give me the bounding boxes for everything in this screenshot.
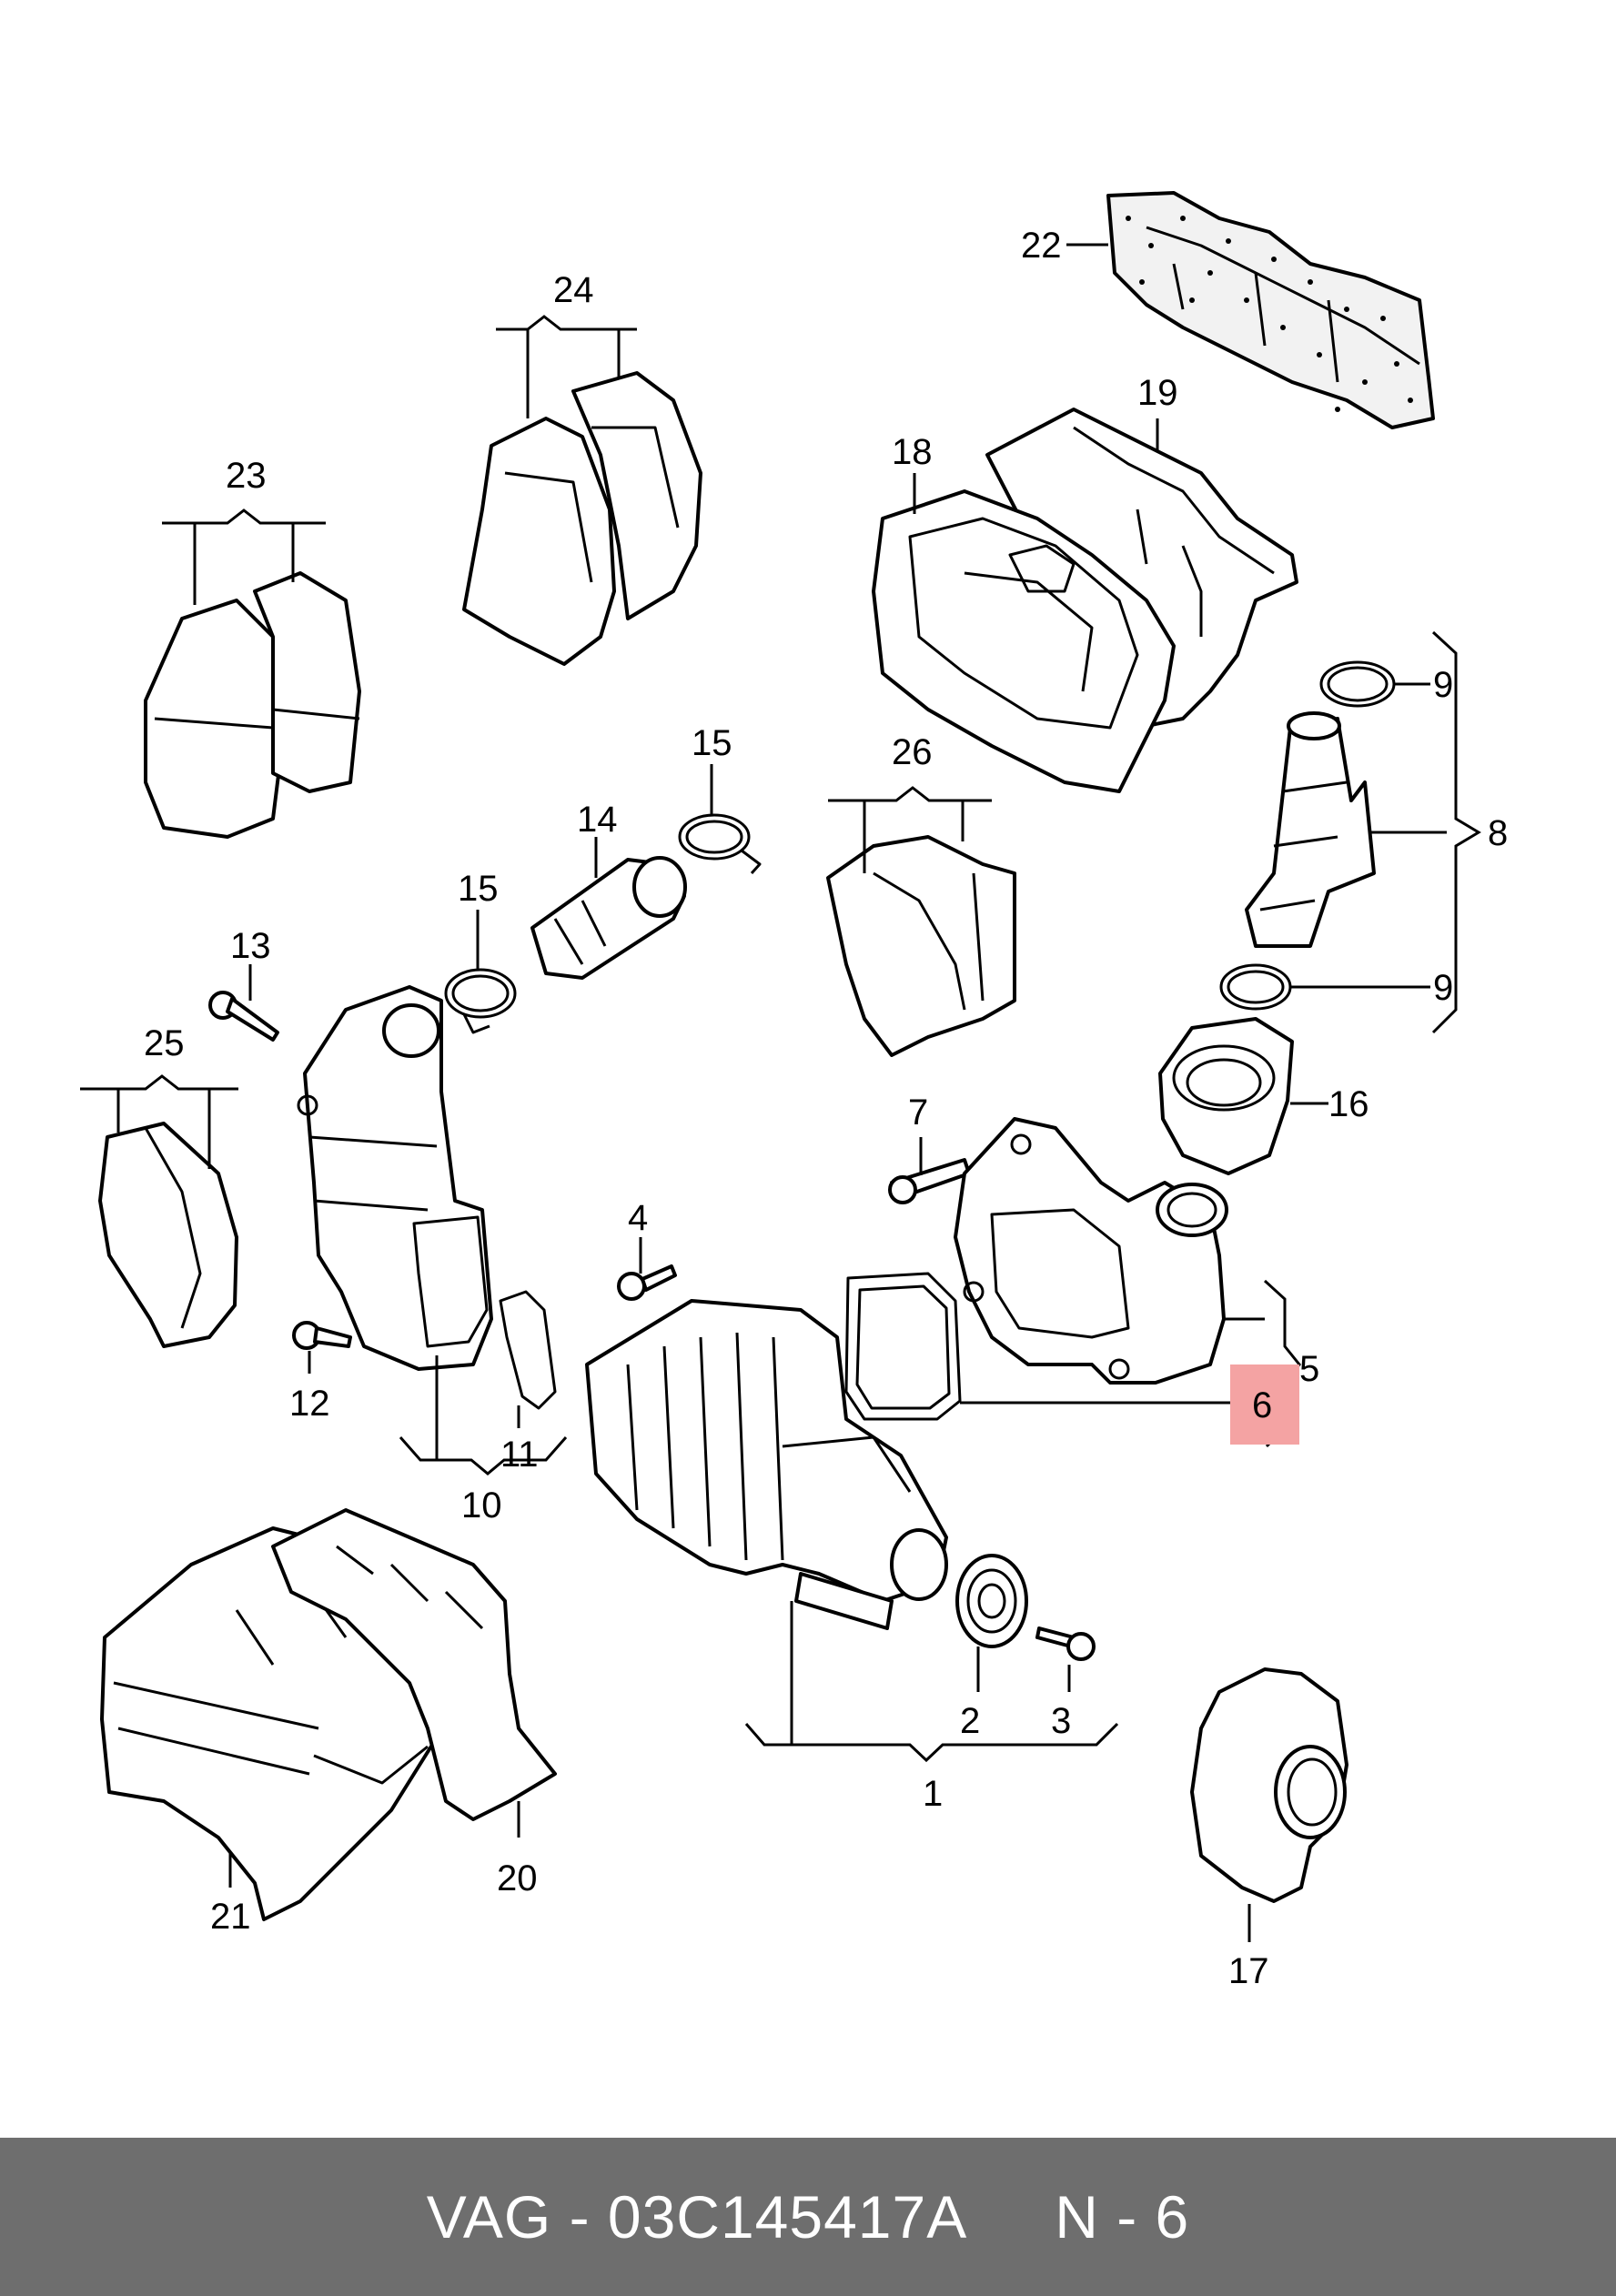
callout-16: 16 — [1328, 1084, 1369, 1124]
callout-6: 6 — [1252, 1385, 1272, 1425]
part-12-bolt — [292, 1321, 352, 1350]
callout-1: 1 — [923, 1774, 943, 1814]
callout-24: 24 — [553, 270, 594, 310]
callout-13: 13 — [230, 926, 271, 966]
callout-11: 11 — [500, 1435, 539, 1475]
part-24-brackets — [462, 371, 702, 666]
callout-21: 21 — [210, 1897, 251, 1937]
callout-4: 4 — [628, 1198, 648, 1238]
callout-12: 12 — [289, 1384, 330, 1424]
part-6-gasket — [844, 1272, 962, 1421]
part-9-o-ring-bottom — [1219, 963, 1292, 1011]
callout-5: 5 — [1299, 1349, 1319, 1389]
callout-22: 22 — [1021, 226, 1062, 266]
part-22-heat-shield — [1106, 191, 1435, 429]
callout-7: 7 — [908, 1093, 928, 1133]
part-23-brackets — [144, 571, 361, 839]
part-8-connecting-pipe — [1245, 711, 1376, 948]
callout-3: 3 — [1051, 1701, 1071, 1741]
callout-14: 14 — [577, 800, 618, 840]
callout-9-top: 9 — [1433, 665, 1453, 705]
part-25-bracket — [98, 1122, 238, 1348]
callout-8: 8 — [1488, 813, 1508, 853]
part-14-hose — [530, 856, 687, 980]
part-13-screw — [208, 991, 279, 1042]
part-16-sleeve — [1158, 1017, 1294, 1175]
callout-18: 18 — [892, 432, 933, 472]
part-number-footer: VAG - 03C145417A N - 6 — [0, 2138, 1616, 2296]
part-5-housing — [954, 1117, 1228, 1385]
part-17-air-duct — [1190, 1667, 1348, 1903]
callout-10: 10 — [461, 1485, 502, 1526]
highlight-callout-6 — [1230, 1365, 1299, 1445]
callout-2: 2 — [960, 1701, 980, 1741]
part-15-hose-clamp-top — [678, 813, 762, 875]
diagram-position-text: N - 6 — [1055, 2183, 1190, 2251]
part-15-hose-clamp-bottom — [444, 968, 517, 1034]
part-7-bolt — [888, 1158, 971, 1204]
callout-23: 23 — [226, 456, 267, 496]
callout-20: 20 — [497, 1858, 538, 1898]
part-20-cover — [271, 1508, 557, 1821]
part-3-bolt — [1035, 1626, 1096, 1661]
callout-25: 25 — [144, 1023, 185, 1063]
part-4-bolt — [617, 1264, 677, 1301]
parts-diagram: 22 19 18 24 23 26 — [80, 191, 1508, 1991]
part-26-bracket — [826, 835, 1016, 1057]
part-9-o-ring-top — [1319, 660, 1396, 708]
part-18-air-duct-housing — [872, 489, 1176, 793]
part-number-text: VAG - 03C145417A — [426, 2183, 968, 2251]
callout-17: 17 — [1228, 1951, 1269, 1991]
callout-15-bottom: 15 — [458, 869, 499, 909]
part-10-housing — [297, 985, 493, 1371]
callout-26: 26 — [892, 732, 933, 772]
callout-15-top: 15 — [692, 723, 732, 763]
part-11-seal — [499, 1290, 557, 1410]
part-2-pulley — [955, 1554, 1028, 1648]
callout-19: 19 — [1137, 373, 1178, 413]
part-1-compressor — [585, 1299, 948, 1630]
callout-9-bottom: 9 — [1433, 968, 1453, 1008]
